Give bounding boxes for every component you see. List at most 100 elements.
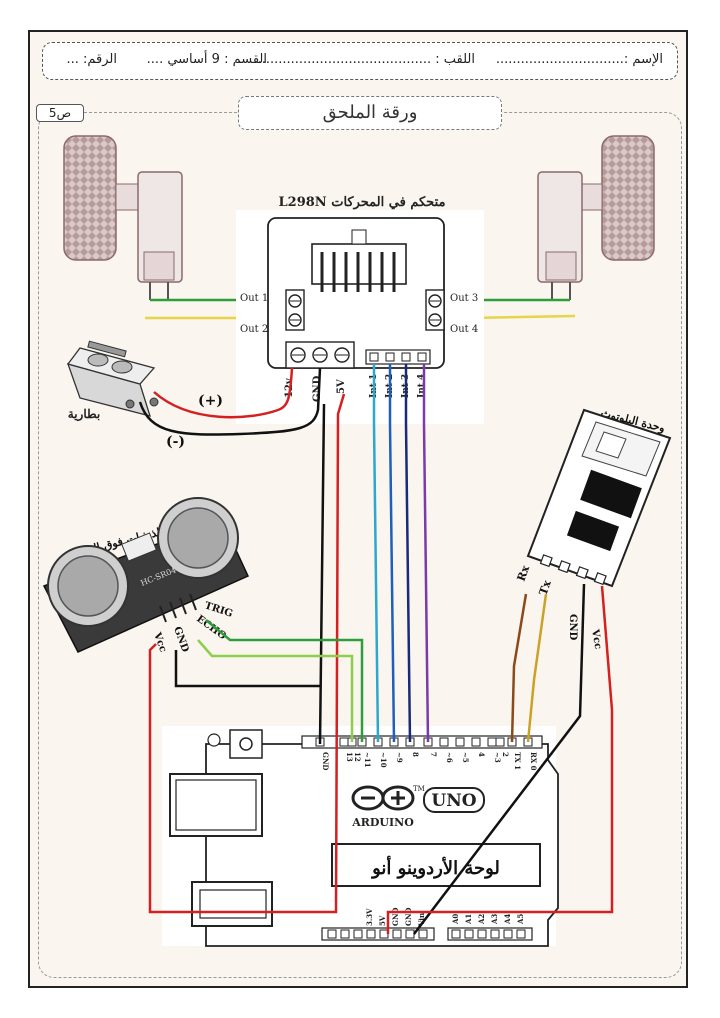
digital-pin-label: 4 xyxy=(477,752,486,757)
bottom-pin-socket xyxy=(340,929,350,939)
ultrasonic-vcc-label: Vcc xyxy=(151,630,168,653)
digital-pin-label: 12 xyxy=(353,752,362,762)
digital-pin-socket xyxy=(339,737,349,747)
battery-black-wire xyxy=(138,367,322,436)
digital-pin-label: ~6 xyxy=(445,752,454,763)
number-field[interactable]: الرقم: ... xyxy=(66,52,117,67)
digital-pin-socket xyxy=(471,737,481,747)
arduino-model-label: UNO xyxy=(431,791,476,811)
digital-pin-label: GND xyxy=(321,752,330,770)
digital-pin-label: RX 0 xyxy=(529,752,538,771)
digital-pin-label: 13 xyxy=(345,752,354,762)
digital-pin-label: ~5 xyxy=(461,752,470,763)
bluetooth-vcc-wire xyxy=(386,585,614,934)
digital-pin-label: ~9 xyxy=(395,752,404,763)
bottom-pin-socket xyxy=(451,929,461,939)
digital-pin-socket xyxy=(495,737,505,747)
bottom-pin-socket xyxy=(405,929,415,939)
bluetooth-rx-label: Rx xyxy=(515,563,533,583)
bottom-pin-socket xyxy=(353,929,363,939)
digital-pin-socket xyxy=(439,737,449,747)
power-pin-label: 5V xyxy=(378,915,387,926)
bluetooth-rx-brown-wire xyxy=(510,593,528,743)
pin-gnd-label: GND xyxy=(312,375,323,402)
out4-label: Out 4 xyxy=(450,324,478,335)
bottom-pin-socket xyxy=(464,929,474,939)
bottom-pin-socket xyxy=(503,929,513,939)
section-field[interactable]: القسم : 9 أساسي .... xyxy=(146,52,267,67)
analog-pin-label: A2 xyxy=(477,914,486,925)
power-pin-label: 3.3V xyxy=(365,908,374,926)
bottom-pin-socket xyxy=(418,929,428,939)
motor-driver-title: L298N متحكم في المحركات xyxy=(279,195,446,210)
bottom-pin-socket xyxy=(477,929,487,939)
ultrasonic-vcc-wire xyxy=(148,643,157,666)
ultrasonic-gnd-label: GND xyxy=(171,625,190,654)
left-motor xyxy=(63,135,183,300)
surname-field[interactable]: اللقب : ................................… xyxy=(253,52,475,67)
arduino-tm-label: TM xyxy=(413,785,425,793)
echo-lightgreen-wire xyxy=(197,639,354,742)
out1-label: Out 1 xyxy=(240,293,268,304)
bluetooth-tx-label: Tx xyxy=(537,578,554,597)
name-field[interactable]: الإسم :............................... xyxy=(495,52,663,67)
bottom-pin-socket xyxy=(516,929,526,939)
digital-pin-label: 2 xyxy=(501,752,510,757)
bluetooth-module: وحدة البلوتوث Rx Tx GND Vcc xyxy=(515,406,672,651)
left-wheel-icon xyxy=(63,135,117,261)
digital-pin-label: ~10 xyxy=(379,752,388,768)
battery-plus-label: (+) xyxy=(198,393,223,409)
bluetooth-gnd-label: GND xyxy=(567,614,578,641)
digital-pin-label: ~11 xyxy=(363,752,372,768)
page-number-tag: ص5 xyxy=(36,104,84,122)
arduino-logo-icon xyxy=(351,785,415,811)
driver-5v-to-arduino-wire xyxy=(148,393,346,914)
motor-driver-module: L298N متحكم في المحركات Out 1 Out 2 xyxy=(236,195,484,424)
bluetooth-tx-gold-wire xyxy=(526,593,548,743)
in4-purple-wire xyxy=(422,364,430,743)
battery-minus-label: (-) xyxy=(166,434,185,450)
bottom-pin-socket xyxy=(366,929,376,939)
in4-label: Int 4 xyxy=(417,374,427,398)
bluetooth-gnd-wire xyxy=(413,583,586,935)
bottom-pin-socket xyxy=(490,929,500,939)
arduino-label-box xyxy=(331,843,541,887)
trig-green-wire xyxy=(205,619,364,742)
bottom-pin-socket xyxy=(392,929,402,939)
ultrasonic-sensor: حساس الذبذبات فوق الصوتية HC-SR04 Vcc GN… xyxy=(42,497,250,654)
power-pin-label: Vin xyxy=(417,913,426,927)
digital-header xyxy=(301,735,543,749)
digital-pin-label: 8 xyxy=(411,752,420,757)
ultrasonic-echo-label: ECHO xyxy=(194,614,228,643)
power-pin-label: GND xyxy=(404,908,413,926)
bottom-pin-socket xyxy=(327,929,337,939)
page-title: ورقة الملحق xyxy=(238,96,502,130)
in3-navy-wire xyxy=(404,364,412,743)
in2-blue-wire xyxy=(388,364,396,743)
right-motor xyxy=(537,135,655,300)
ultrasonic-trig-label: TRIG xyxy=(203,600,234,619)
battery-red-wire xyxy=(153,367,294,419)
bluetooth-chip-icon xyxy=(580,469,642,519)
analog-pin-label: A4 xyxy=(503,914,512,925)
driver-gnd-to-arduino-wire xyxy=(318,403,326,745)
battery-label: بطارية xyxy=(68,407,100,422)
digital-pin-socket xyxy=(487,737,497,747)
arduino-brand-label: ARDUINO xyxy=(351,816,414,829)
analog-pin-label: A1 xyxy=(464,914,473,925)
battery-holder: بطارية xyxy=(66,340,159,422)
digital-pin-label: ~3 xyxy=(493,752,502,763)
analog-pin-label: A3 xyxy=(490,914,499,925)
right-wheel-icon xyxy=(601,135,655,261)
digital-pin-label: TX 1 xyxy=(513,752,522,770)
pin-5v-label: 5V xyxy=(336,379,347,394)
bluetooth-vcc-label: Vcc xyxy=(589,628,603,651)
ultrasonic-gnd-wire xyxy=(174,650,320,688)
battery-terminal-icon xyxy=(125,399,135,409)
power-pin-label: GND xyxy=(391,908,400,926)
arduino-board-label: لوحة الأردوينو أنو xyxy=(370,856,500,879)
student-info-header: الإسم :............................... ا… xyxy=(42,42,678,80)
digital-pin-socket xyxy=(455,737,465,747)
